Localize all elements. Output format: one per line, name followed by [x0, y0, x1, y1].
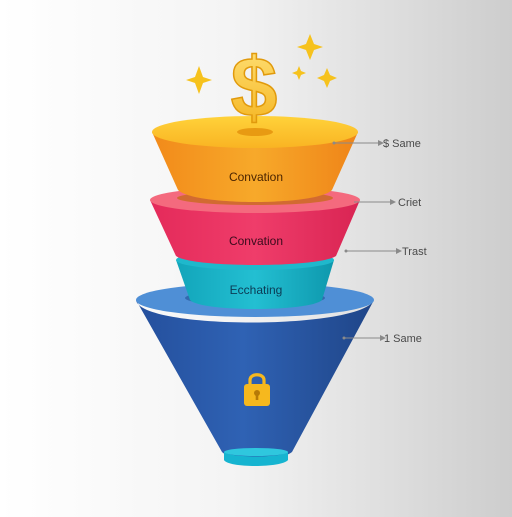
- sparkle-icon: [186, 66, 212, 94]
- funnel-tier-4-body: [136, 300, 374, 460]
- funnel-tier-1-slot: [237, 128, 273, 136]
- side-label-2: Criet: [354, 197, 421, 209]
- side-label-3-text: Trast: [402, 246, 427, 258]
- funnel-spout: [224, 452, 288, 466]
- funnel-tier-1: Convation: [152, 116, 358, 202]
- sparkle-icon: [292, 66, 306, 80]
- funnel-tier-1-body: [152, 132, 358, 202]
- funnel-tier-3-body: [176, 260, 334, 309]
- side-label-1: $ Same: [332, 138, 421, 150]
- sparkle-icon: [297, 34, 323, 60]
- side-label-2-text: Criet: [398, 197, 421, 209]
- funnel-spout-rim: [224, 448, 288, 456]
- dollar-sign-icon: $: [231, 40, 278, 134]
- funnel-tier-2-body: [150, 200, 360, 265]
- side-label-4: 1 Same: [342, 333, 422, 345]
- funnel-tier-3-label: Ecchating: [230, 283, 283, 297]
- side-label-3: Trast: [344, 246, 427, 258]
- padlock-icon: [244, 373, 270, 406]
- funnel-tier-1-label: Convation: [229, 170, 283, 184]
- side-label-4-text: 1 Same: [384, 333, 422, 345]
- side-label-1-text: $ Same: [383, 138, 421, 150]
- funnel-tier-4: [136, 283, 374, 466]
- funnel-tier-2-label: Convation: [229, 234, 283, 248]
- sparkle-icon: [317, 68, 337, 88]
